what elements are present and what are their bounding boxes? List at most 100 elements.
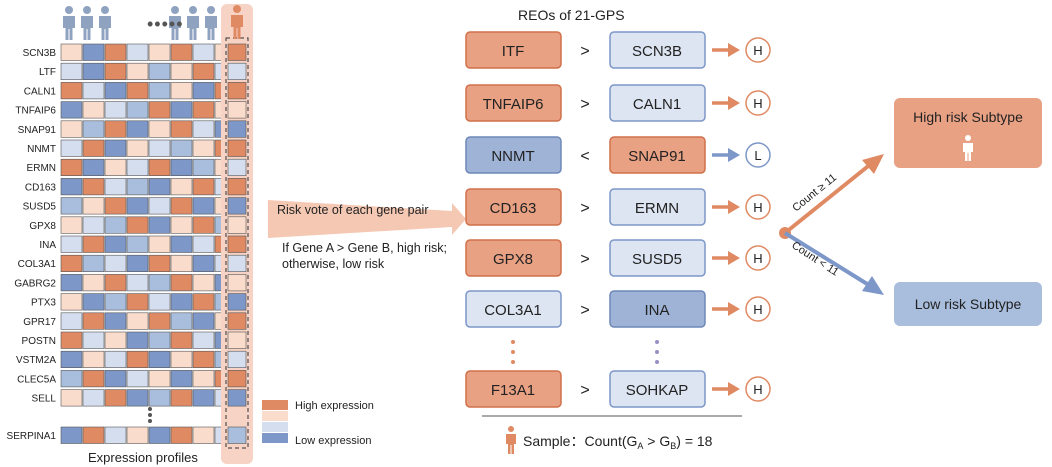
gene-a-label: TNFAIP6 <box>483 96 544 113</box>
rule-text-line1: If Gene A > Gene B, high risk; <box>282 241 447 255</box>
gene-label: POSTN <box>22 336 56 347</box>
gene-b-box <box>609 84 706 122</box>
gene-label: CD163 <box>25 182 57 193</box>
heatmap-cell <box>192 254 215 272</box>
gene-a-box <box>465 290 562 328</box>
sample-cell <box>227 293 247 311</box>
sample-cell <box>227 426 247 444</box>
heatmap-cell <box>60 120 83 138</box>
heatmap-cell <box>60 312 83 330</box>
sample-cell <box>227 350 247 369</box>
gene-label: GABRG2 <box>14 278 56 289</box>
vote-wedge-arrow <box>268 200 466 238</box>
gene-label: VSTM2A <box>16 355 56 366</box>
gene-a-box <box>465 370 562 408</box>
heatmap-cell <box>60 331 83 349</box>
heatmap-cell <box>192 331 215 349</box>
heatmap-caption: Expression profiles <box>88 450 198 465</box>
heatmap-cell <box>170 331 193 349</box>
sample-cell <box>227 43 247 61</box>
heatmap-cell <box>104 312 127 330</box>
heatmap-cell <box>126 101 149 119</box>
sample-count-text: Sample：Count(GA > GB) = 18 <box>523 433 713 451</box>
gene-label: CALN1 <box>24 86 57 97</box>
heatmap-cell <box>126 62 149 81</box>
gene-b-box <box>609 31 706 69</box>
heatmap-cell <box>104 274 127 292</box>
gene-label: TNFAIP6 <box>15 106 56 117</box>
gene-b-label: SCN3B <box>632 43 682 60</box>
heatmap-cell <box>148 389 171 407</box>
vote-badge-label: H <box>753 43 762 58</box>
sample-cell <box>227 82 247 100</box>
heatmap-cell <box>126 370 149 388</box>
heatmap-cell <box>192 274 215 292</box>
heatmap: SCN3BLTFCALN1TNFAIP6SNAP91NNMTERMNCD163S… <box>7 4 253 464</box>
gene-a-box <box>465 188 562 226</box>
heatmap-cell <box>60 82 83 100</box>
gene-b-label: INA <box>644 302 669 319</box>
gene-label: GPR17 <box>23 317 56 328</box>
heatmap-cell <box>104 370 127 388</box>
heatmap-cell <box>192 158 215 176</box>
gene-label: SERPINA1 <box>7 431 57 442</box>
heatmap-cell <box>192 389 215 407</box>
heatmap-cell <box>82 235 105 253</box>
heatmap-cell <box>148 197 171 215</box>
heatmap-cell <box>104 120 127 138</box>
heatmap-cell <box>82 331 105 349</box>
heatmap-cell <box>126 197 149 215</box>
expression-legend <box>262 400 288 443</box>
risk-vote-text: Risk vote of each gene pair <box>277 203 428 217</box>
heatmap-cell <box>192 312 215 330</box>
vote-arrowhead <box>728 200 740 214</box>
heatmap-cell <box>192 139 215 157</box>
heatmap-cell <box>126 178 149 196</box>
gene-label: GPX8 <box>29 221 56 232</box>
heatmap-cell <box>148 62 171 81</box>
heatmap-ellipsis-dot <box>148 407 152 411</box>
gene-label: SELL <box>32 394 57 405</box>
comparison-operator: > <box>580 96 589 113</box>
sample-people-icons <box>63 5 243 40</box>
high-risk-subtype-label: High risk Subtype <box>913 109 1023 125</box>
heatmap-cell <box>192 197 215 215</box>
heatmap-cell <box>126 331 149 349</box>
gene-a-label: GPX8 <box>493 251 533 268</box>
gene-a-box <box>465 239 562 277</box>
gene-a-box <box>465 84 562 122</box>
heatmap-cell <box>60 426 83 444</box>
sample-cell <box>227 216 247 234</box>
heatmap-cell <box>82 254 105 272</box>
high-risk-person-icon <box>963 135 973 161</box>
gene-b-label: SOHKAP <box>626 382 689 399</box>
low-risk-arrow-line <box>783 231 874 289</box>
heatmap-cell <box>170 62 193 81</box>
heatmap-cell <box>192 370 215 388</box>
gene-a-box <box>465 136 562 174</box>
heatmap-cell <box>82 62 105 81</box>
heatmap-cell <box>170 312 193 330</box>
heatmap-cell <box>170 43 193 61</box>
gene-label: COL3A1 <box>18 259 57 270</box>
vote-arrowhead <box>728 43 740 57</box>
heatmap-cell <box>192 178 215 196</box>
heatmap-cell <box>60 274 83 292</box>
reos-title: REOs of 21-GPS <box>518 7 625 23</box>
heatmap-cell <box>60 370 83 388</box>
heatmap-cell <box>192 120 215 138</box>
legend-swatch <box>262 422 288 432</box>
gene-a-label: ITF <box>502 43 525 60</box>
heatmap-cell <box>82 139 105 157</box>
heatmap-cell <box>82 216 105 234</box>
heatmap-cell <box>192 426 215 444</box>
person-icon <box>187 6 199 40</box>
comparison-operator: < <box>580 148 589 165</box>
gene-a-label: F13A1 <box>491 382 535 399</box>
heatmap-cell <box>170 254 193 272</box>
gene-a-box <box>465 31 562 69</box>
gene-a-label: COL3A1 <box>484 302 542 319</box>
heatmap-cell <box>170 139 193 157</box>
